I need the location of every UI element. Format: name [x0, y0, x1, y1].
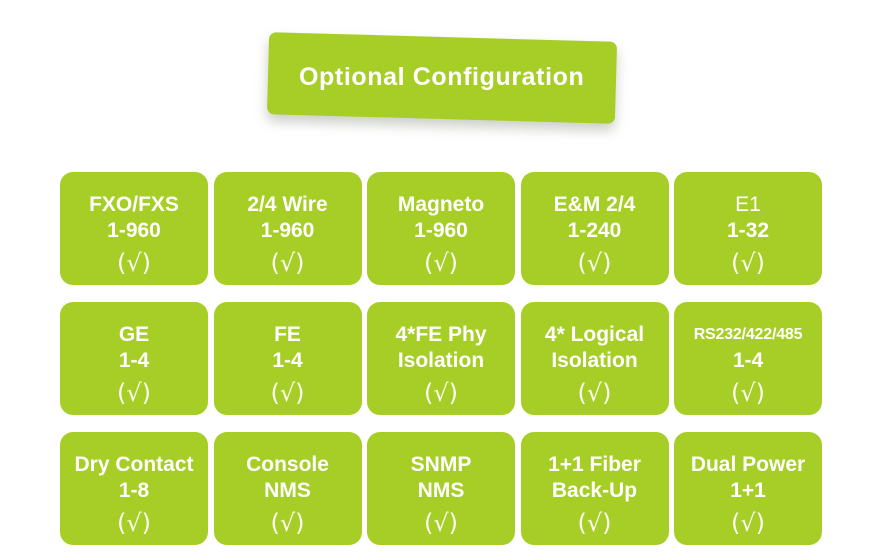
check-mark-icon: (√)	[423, 509, 459, 537]
config-tile-line: 1-4	[732, 349, 764, 372]
check-mark-icon: (√)	[116, 509, 152, 537]
config-tile[interactable]: RS232/422/485 1-4 (√)	[674, 302, 822, 415]
config-tile-line: E1	[735, 193, 761, 216]
config-tile-line: 1+1 Fiber	[548, 453, 641, 476]
config-tile[interactable]: Dry Contact 1-8 (√)	[60, 432, 208, 545]
config-tile-line: 1-4	[272, 349, 303, 372]
check-mark-icon: (√)	[577, 509, 612, 537]
config-tile-line: 1-240	[567, 219, 622, 242]
config-tile[interactable]: Magneto 1-960 (√)	[367, 172, 515, 285]
config-tile[interactable]: FXO/FXS 1-960 (√)	[60, 172, 208, 285]
config-tile-line: RS232/422/485	[693, 326, 803, 343]
config-tile-line: Dry Contact	[74, 453, 194, 476]
check-mark-icon: (√)	[116, 249, 152, 277]
config-tile-line: NMS	[417, 479, 465, 502]
config-tile-line: 1-4	[118, 349, 150, 372]
banner-title: Optional Configuration	[299, 62, 585, 91]
banner-shape: Optional Configuration	[266, 32, 618, 124]
config-tile[interactable]: E1 1-32 (√)	[674, 172, 822, 285]
config-tile-line: Console	[246, 453, 329, 476]
check-mark-icon: (√)	[423, 249, 459, 277]
optional-configuration-banner: Optional Configuration	[266, 32, 618, 124]
config-tile-line: 4* Logical	[544, 323, 645, 346]
config-tile[interactable]: E&M 2/4 1-240 (√)	[520, 172, 669, 285]
config-tile-line: NMS	[264, 479, 311, 502]
check-mark-icon: (√)	[116, 379, 152, 407]
config-tile-line: 1-960	[414, 219, 468, 242]
config-tile[interactable]: GE 1-4 (√)	[60, 302, 208, 415]
config-tile[interactable]: SNMP NMS (√)	[367, 432, 515, 545]
config-tile[interactable]: FE 1-4 (√)	[213, 302, 362, 415]
config-tile-line: 2/4 Wire	[247, 193, 328, 216]
config-tile-line: 4*FE Phy	[395, 323, 487, 346]
check-mark-icon: (√)	[423, 379, 459, 407]
config-tile-line: 1-960	[107, 219, 161, 242]
config-tile-line: Magneto	[397, 193, 485, 216]
config-tile-line: Isolation	[397, 349, 485, 372]
check-mark-icon: (√)	[577, 249, 612, 277]
check-mark-icon: (√)	[270, 379, 305, 407]
config-tile-line: 1-960	[260, 219, 315, 242]
config-tile-line: Isolation	[551, 349, 638, 372]
config-tile-line: FXO/FXS	[89, 193, 179, 216]
check-mark-icon: (√)	[730, 379, 766, 407]
check-mark-icon: (√)	[730, 509, 766, 537]
config-tile[interactable]: Dual Power 1+1 (√)	[674, 432, 822, 545]
check-mark-icon: (√)	[270, 249, 305, 277]
config-tile-line: SNMP	[410, 453, 472, 476]
config-tile[interactable]: 2/4 Wire 1-960 (√)	[213, 172, 362, 285]
config-tile-line: Dual Power	[690, 453, 806, 476]
config-tile-line: 1+1	[730, 479, 766, 502]
check-mark-icon: (√)	[577, 379, 612, 407]
check-mark-icon: (√)	[730, 249, 766, 277]
config-tile-line: 1-32	[726, 219, 770, 242]
check-mark-icon: (√)	[270, 509, 305, 537]
config-tile-line: FE	[274, 323, 301, 346]
config-tile-line: GE	[118, 323, 150, 346]
config-tile-line: Back-Up	[551, 479, 638, 502]
config-tile-line: E&M 2/4	[553, 193, 636, 216]
configuration-tile-grid: FXO/FXS 1-960 (√) 2/4 Wire 1-960 (√) Magneto 1-…	[60, 172, 822, 545]
config-tile-line: 1-8	[118, 479, 150, 502]
